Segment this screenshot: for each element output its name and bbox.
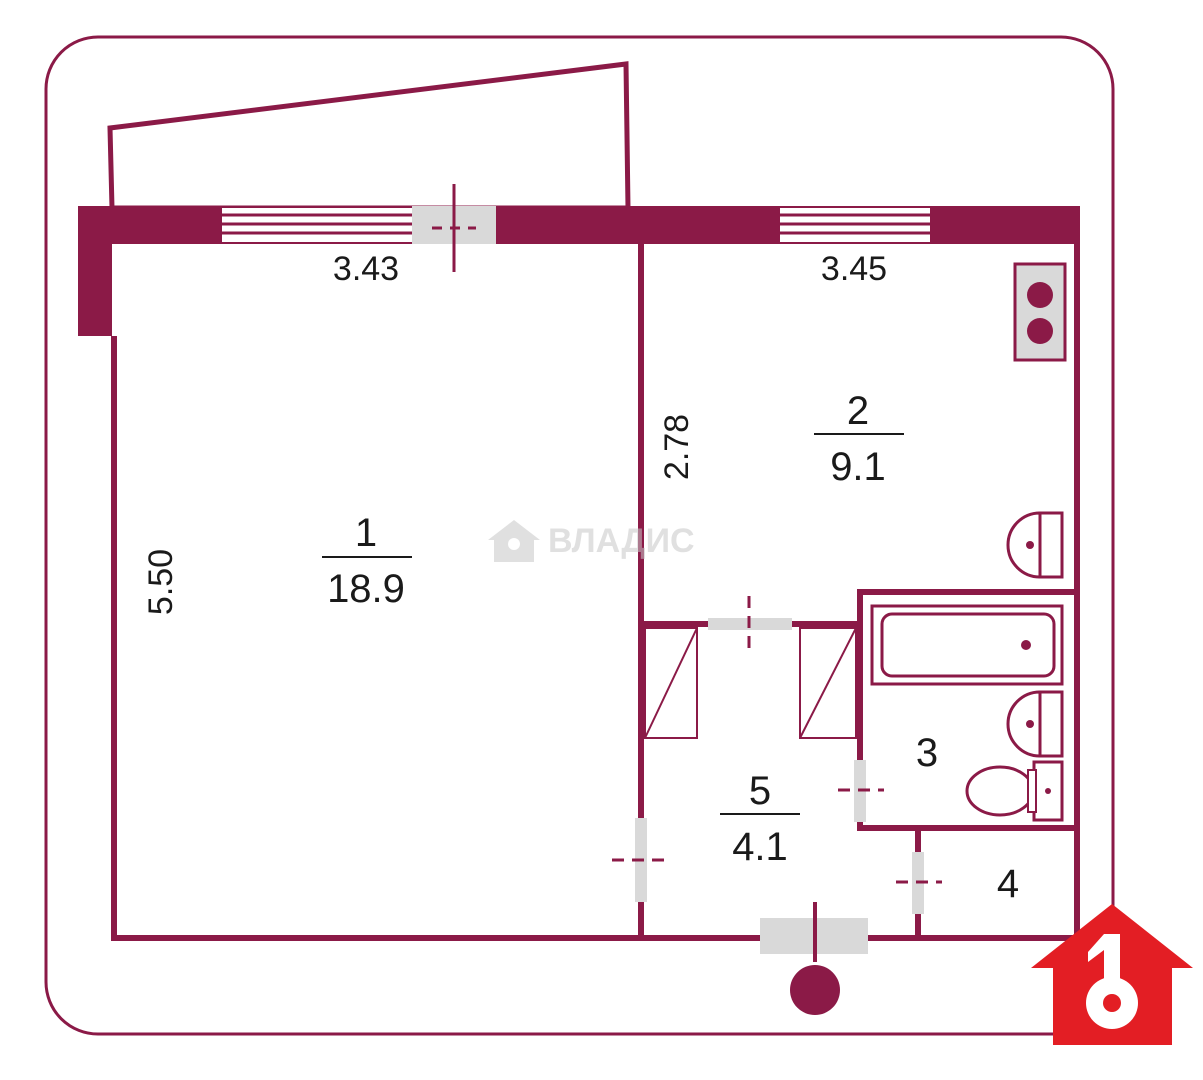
watermark-text: ВЛАДИС	[548, 522, 695, 560]
door-storage	[896, 852, 942, 914]
door-kitchen	[708, 596, 792, 652]
dimension-room-2-length: 2.78	[658, 414, 696, 480]
room-1-number: 1	[355, 511, 377, 555]
window-room-2	[780, 208, 930, 242]
dimension-room-1-length: 5.50	[142, 549, 180, 615]
house-key-logo-icon	[1031, 904, 1193, 1045]
room-3-number: 3	[916, 731, 938, 775]
door-entrance	[760, 902, 868, 962]
room-1-area: 18.9	[327, 567, 405, 611]
watermark-logo-icon	[488, 520, 540, 562]
dimension-room-1-width: 3.43	[333, 250, 399, 288]
window-room-1	[222, 208, 412, 242]
room-2-number: 2	[847, 389, 869, 433]
bathtub-icon	[870, 604, 1064, 686]
sink-icon	[1006, 690, 1064, 758]
interior-walls	[111, 244, 1080, 941]
toilet-icon	[965, 760, 1064, 822]
entrance-marker-icon	[790, 965, 840, 1015]
sink-icon	[1006, 511, 1064, 579]
closet-right	[799, 627, 857, 739]
balcony-door	[412, 184, 496, 272]
room-4-number: 4	[997, 862, 1019, 906]
dimension-room-2-width: 3.45	[821, 250, 887, 288]
room-5-area: 4.1	[732, 825, 788, 869]
room-5-number: 5	[749, 769, 771, 813]
door-bathroom	[838, 760, 884, 822]
door-room-1	[612, 818, 670, 902]
balcony-outline	[107, 61, 631, 211]
closet-left	[644, 627, 698, 739]
exterior-wall-left-column	[78, 206, 112, 336]
frame-border	[44, 35, 1115, 1036]
stove-icon	[1013, 262, 1067, 362]
room-2-area: 9.1	[830, 445, 886, 489]
